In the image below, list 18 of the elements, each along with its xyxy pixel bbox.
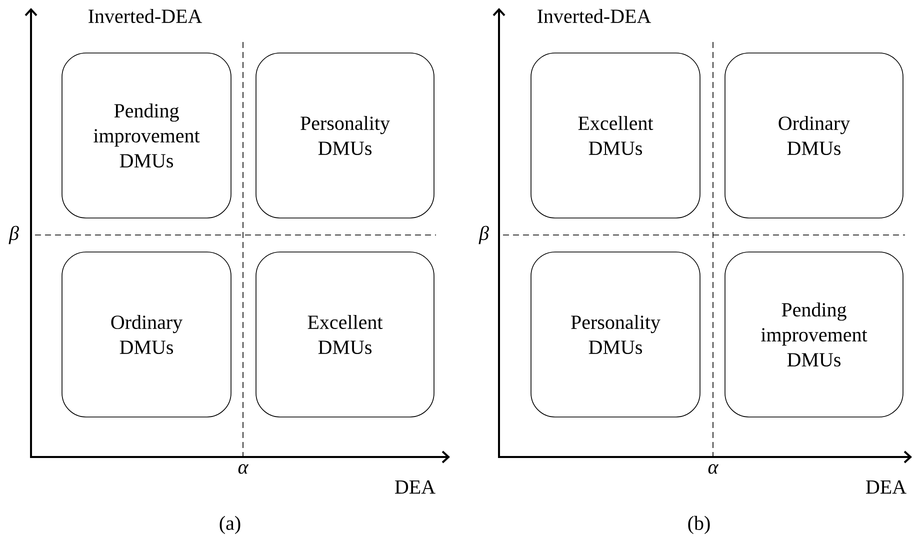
axis-title: DEA [395,480,436,494]
category-box: Excellent DMUs [256,252,434,418]
threshold-symbol: β [8,226,19,244]
category-box: Ordinary DMUs [62,252,232,418]
threshold-symbol: α [708,464,719,474]
threshold-symbol: β [478,226,489,244]
axis-title: DEA [866,480,906,494]
panel-label: (a) [220,516,240,534]
category-box: Personality DMUs [256,52,434,218]
category-box: Pending improvement DMUs [724,252,904,418]
panel-label: (b) [688,516,710,534]
category-box: Excellent DMUs [530,52,700,218]
category-box: Pending improvement DMUs [62,52,232,218]
category-box: Personality DMUs [530,252,700,418]
category-box: Ordinary DMUs [724,52,904,218]
axis-title: Inverted-DEA [538,8,652,24]
axis-title: Inverted-DEA [88,8,202,24]
threshold-symbol: α [238,464,249,474]
